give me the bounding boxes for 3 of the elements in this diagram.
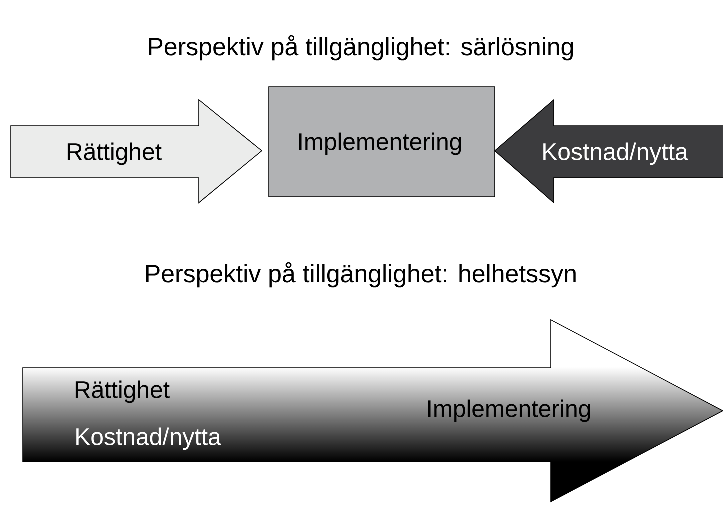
title: Perspektiv på tillgänglighet: särlösning — [149, 35, 574, 61]
process-box: Implementering — [268, 86, 496, 198]
title: Perspektiv på tillgänglighet: helhetssyn — [146, 262, 576, 288]
